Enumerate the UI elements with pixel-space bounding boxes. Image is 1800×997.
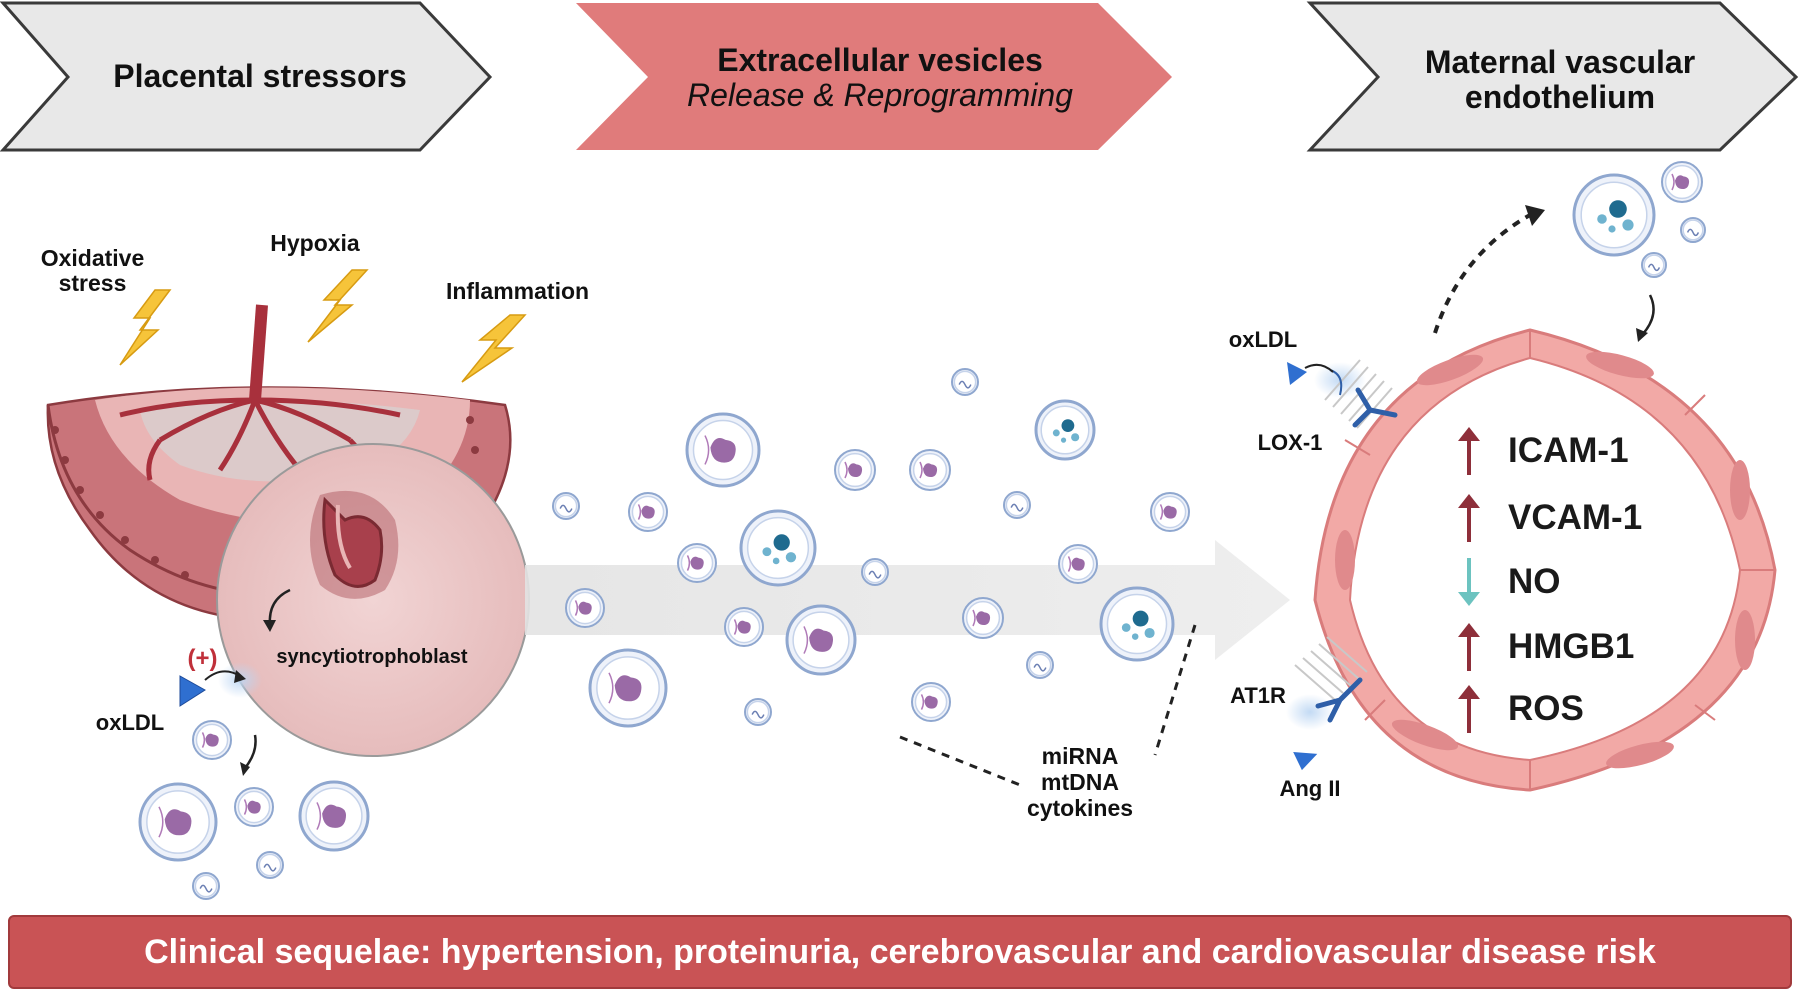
marker-label: HMGB1 (1508, 627, 1635, 666)
extracellular-vesicle-icon (192, 872, 220, 900)
header-chevron-right (1306, 1, 1799, 152)
vesicle-cluster (138, 161, 1706, 900)
extracellular-vesicle-icon (588, 648, 668, 728)
clinical-sequelae-text: Clinical sequelae: hypertension, protein… (144, 932, 1656, 971)
marker-icam-1: ICAM-1 (1452, 425, 1629, 477)
marker-vcam-1: VCAM-1 (1452, 492, 1642, 544)
ang2-label: Ang II (1279, 776, 1341, 801)
cargo-mtdna: mtDNA (1041, 768, 1119, 795)
extracellular-vesicle-icon (552, 492, 580, 520)
header-chevron-left (0, 1, 493, 152)
arrow-up-icon (1458, 623, 1480, 671)
at1r-receptor (1286, 636, 1368, 771)
blood-vessel (1313, 328, 1777, 792)
extracellular-vesicle-icon (234, 787, 274, 827)
arrowhead (234, 670, 246, 683)
oxldl-label-right: oxLDL (1228, 327, 1298, 352)
clinical-sequelae-banner: Clinical sequelae: hypertension, protein… (8, 915, 1792, 989)
cargo-pointer-line (1153, 624, 1197, 756)
arrowhead (240, 762, 250, 776)
extracellular-vesicle-icon (909, 449, 951, 491)
extracellular-vesicle-icon (962, 597, 1004, 639)
oxldl-triangle-icon (179, 675, 206, 707)
cargo-pointer-line (899, 735, 1021, 787)
arrowhead (1525, 205, 1545, 226)
header-right-line1: Maternal vascular (1424, 43, 1696, 80)
syncytiotrophoblast-label: syncytiotrophoblast (276, 646, 468, 668)
marker-label: ROS (1508, 689, 1584, 728)
arrow-up-icon (1458, 427, 1480, 475)
extracellular-vesicle-icon (1026, 651, 1054, 679)
arrow-up-icon (1458, 685, 1480, 733)
extracellular-vesicle-icon (298, 780, 370, 852)
extracellular-vesicle-icon (785, 604, 857, 676)
extracellular-vesicle-icon (565, 588, 605, 628)
lox1-label: LOX-1 (1257, 430, 1323, 455)
inflammation-label: Inflammation (445, 278, 590, 304)
lightning-icon (307, 269, 369, 343)
extracellular-vesicle-icon (677, 543, 717, 583)
header-right-line2: endothelium (1464, 79, 1656, 115)
extracellular-vesicle-icon (861, 558, 889, 586)
extracellular-vesicle-icon (1099, 586, 1175, 662)
lightning-icon (461, 314, 527, 383)
syncytiotrophoblast-cell (216, 443, 530, 757)
villus-illustration (310, 490, 399, 599)
marker-label: NO (1508, 562, 1561, 601)
extracellular-vesicle-icon (256, 851, 284, 879)
extracellular-vesicle-icon (739, 509, 817, 587)
extracellular-vesicle-icon (951, 368, 979, 396)
header-left-label: Placental stressors (113, 58, 407, 95)
extracellular-vesicle-icon (1034, 399, 1096, 461)
arrow-up-icon (1458, 494, 1480, 542)
extracellular-vesicle-icon (724, 607, 764, 647)
flow-arrow (525, 540, 1290, 660)
header-middle-title: Extracellular vesicles (717, 41, 1043, 78)
secretion-arrow (1433, 213, 1531, 334)
arrow-down-icon (1458, 558, 1480, 606)
marker-hmgb1: HMGB1 (1452, 621, 1634, 673)
release-arrow (244, 734, 257, 769)
extracellular-vesicle-icon (192, 720, 232, 760)
header-chevron-middle (576, 3, 1172, 150)
extracellular-vesicle-icon (911, 682, 951, 722)
oxidative-line2: stress (58, 270, 127, 297)
extracellular-vesicle-icon (685, 412, 761, 488)
cargo-label: miRNA mtDNA cytokines (1005, 743, 1155, 821)
hypoxia-label: Hypoxia (270, 230, 360, 256)
extracellular-vesicle-icon (628, 492, 668, 532)
cargo-cytokines: cytokines (1026, 794, 1134, 821)
marker-no: NO (1452, 556, 1561, 608)
extracellular-vesicle-icon (1661, 161, 1703, 203)
lox1-receptor (1287, 359, 1398, 429)
extracellular-vesicle-icon (1058, 544, 1098, 584)
marker-label: VCAM-1 (1508, 498, 1643, 537)
uptake-arrow (1641, 294, 1655, 336)
positive-feedback-label: (+) (187, 645, 218, 672)
oxldl-label-left: oxLDL (95, 710, 165, 735)
extracellular-vesicle-icon (138, 782, 218, 862)
header-placental-stressors: Placental stressors (70, 40, 450, 114)
header-maternal-endothelium: Maternal vascular endothelium (1370, 40, 1750, 120)
header-extracellular-vesicles: Extracellular vesicles Release & Reprogr… (640, 40, 1120, 116)
extracellular-vesicle-icon (744, 698, 772, 726)
extracellular-vesicle-icon (1680, 217, 1706, 243)
extracellular-vesicle-icon (834, 449, 876, 491)
header-middle-subtitle: Release & Reprogramming (687, 77, 1073, 113)
arrowhead (263, 620, 276, 632)
oxidative-line1: Oxidative (40, 245, 145, 271)
lightning-icon (119, 289, 172, 366)
marker-label: ICAM-1 (1508, 431, 1629, 470)
arrowhead (1636, 328, 1648, 342)
extracellular-vesicle-icon (1641, 252, 1667, 278)
extracellular-vesicle-icon (1150, 492, 1190, 532)
cargo-mirna: miRNA (1041, 743, 1119, 769)
extracellular-vesicle-icon (1572, 173, 1656, 257)
oxidative-stress-label: Oxidative stress (20, 245, 165, 297)
extracellular-vesicle-icon (1003, 491, 1031, 519)
at1r-label: AT1R (1230, 683, 1286, 708)
marker-ros: ROS (1452, 683, 1584, 735)
